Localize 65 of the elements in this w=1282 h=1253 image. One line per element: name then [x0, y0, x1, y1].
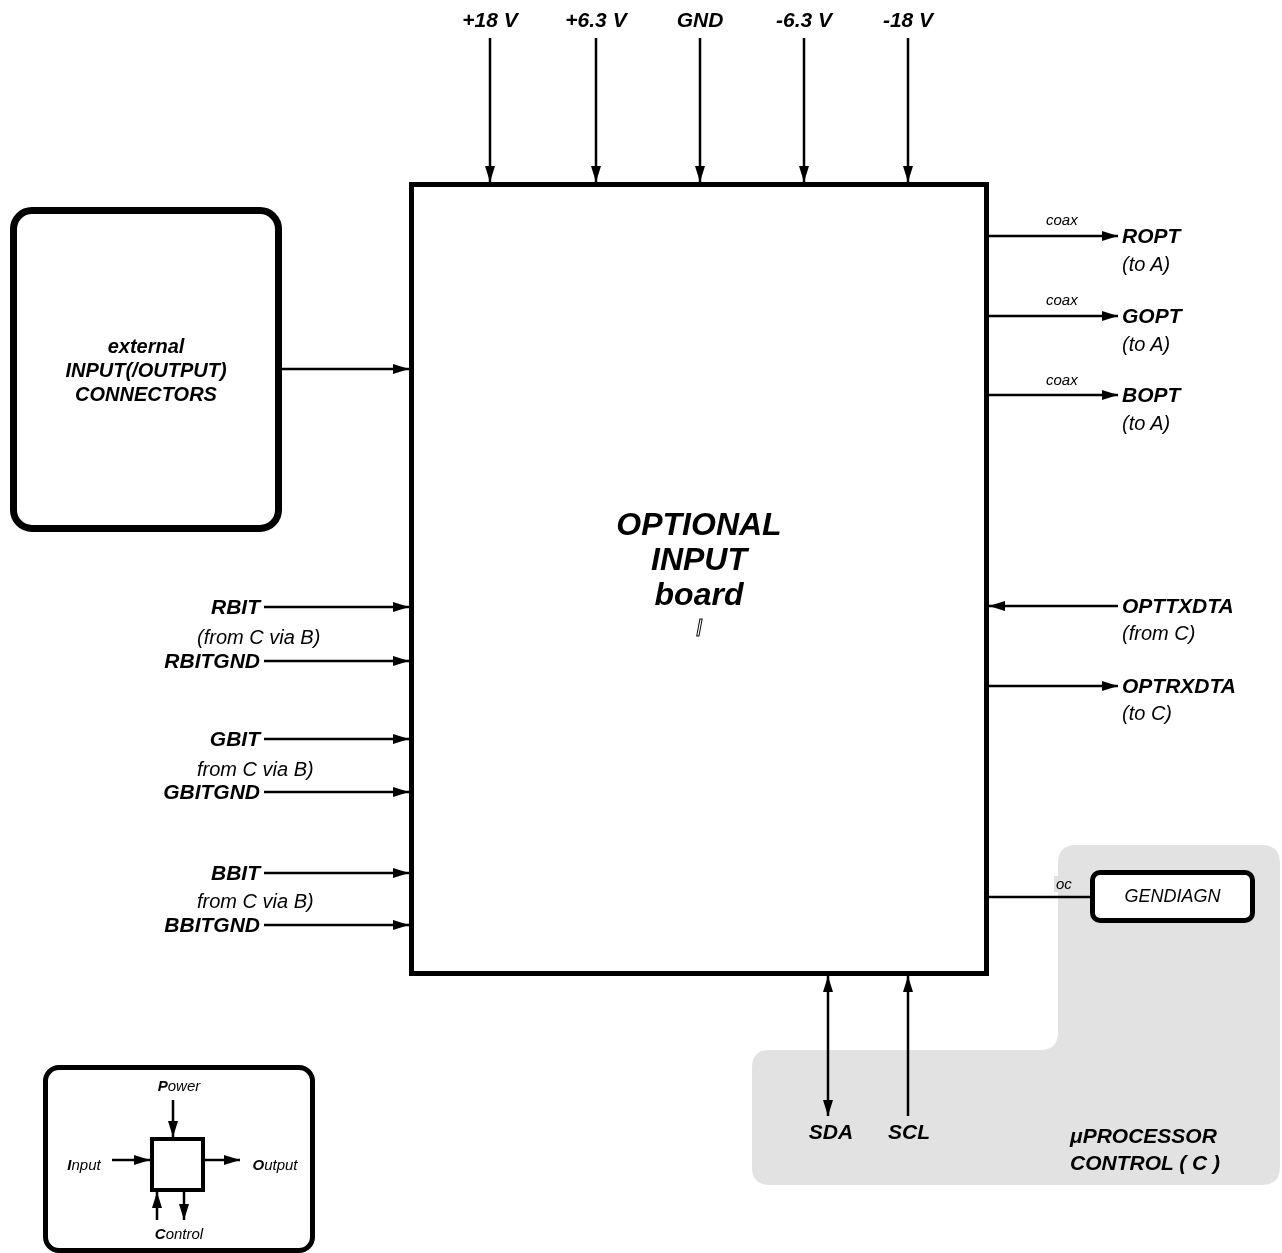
- arrow: [591, 38, 601, 182]
- signal-label: GOPT: [1122, 304, 1282, 330]
- arrow: [903, 976, 913, 1116]
- arrow: [989, 390, 1118, 400]
- voltage-label: +18 V: [450, 6, 530, 34]
- arrow: [823, 976, 833, 1116]
- arrow: [799, 38, 809, 182]
- bus-label: SCL: [882, 1120, 936, 1146]
- bus-label: SDA: [804, 1120, 858, 1146]
- block-symbol: [150, 1137, 205, 1192]
- legend-label: Power: [148, 1076, 210, 1096]
- signal-label: RBIT: [100, 595, 260, 621]
- arrow: [264, 734, 409, 744]
- legend-label: Input: [60, 1155, 108, 1175]
- arrow: [989, 311, 1118, 321]
- arrow: [989, 231, 1118, 241]
- signal-label: GBIT: [100, 727, 260, 753]
- signal-label: RBITGND: [100, 649, 260, 675]
- signal-note: from C via B): [197, 757, 314, 781]
- signal-note: from C via B): [197, 889, 314, 913]
- processor-region: [752, 845, 1280, 1185]
- legend-box: [43, 1065, 315, 1253]
- region-title: μPROCESSOR CONTROL ( C ): [1070, 1123, 1222, 1176]
- board-title: OPTIONAL INPUT board: [615, 507, 783, 612]
- signal-note: (to A): [1122, 411, 1171, 435]
- arrow: [205, 1155, 240, 1165]
- arrow: [264, 787, 409, 797]
- signal-label: OPTRXDTA: [1122, 674, 1282, 700]
- legend-label: Output: [244, 1155, 306, 1175]
- arrow: [264, 868, 409, 878]
- arrow: [264, 602, 409, 612]
- board-block: [409, 182, 989, 976]
- arrow: [168, 1100, 178, 1137]
- voltage-label: -18 V: [868, 6, 948, 34]
- board-symbol: I: [694, 615, 704, 641]
- signal-note: (to A): [1122, 332, 1171, 356]
- signal-label: BBITGND: [100, 913, 260, 939]
- arrow: [264, 656, 409, 666]
- arrow: [485, 38, 495, 182]
- connector-block: external INPUT(/OUTPUT) CONNECTORS: [10, 207, 282, 532]
- voltage-label: -6.3 V: [764, 6, 844, 34]
- arrow: [989, 681, 1118, 691]
- signal-note: (to A): [1122, 252, 1171, 276]
- signal-note: (from C via B): [197, 625, 321, 649]
- arrow: [989, 601, 1118, 611]
- connector-line: [989, 895, 1090, 899]
- arrow: [282, 364, 409, 374]
- voltage-label: +6.3 V: [556, 6, 636, 34]
- signal-label: GBITGND: [100, 780, 260, 806]
- arrow: [152, 1192, 162, 1220]
- legend-label: Control: [146, 1224, 212, 1244]
- arrow: [179, 1192, 189, 1220]
- voltage-label: GND: [660, 6, 740, 34]
- signal-label: OPTTXDTA: [1122, 594, 1282, 620]
- arrow: [695, 38, 705, 182]
- signal-note: (from C): [1122, 621, 1196, 645]
- signal-note: (to C): [1122, 701, 1172, 725]
- signal-box: GENDIAGN: [1090, 870, 1255, 923]
- arrow: [112, 1155, 150, 1165]
- arrow: [264, 920, 409, 930]
- edge-label: oc: [1054, 876, 1074, 892]
- arrow: [903, 38, 913, 182]
- signal-label: BOPT: [1122, 383, 1282, 409]
- signal-label: ROPT: [1122, 224, 1282, 250]
- signal-label: BBIT: [100, 861, 260, 887]
